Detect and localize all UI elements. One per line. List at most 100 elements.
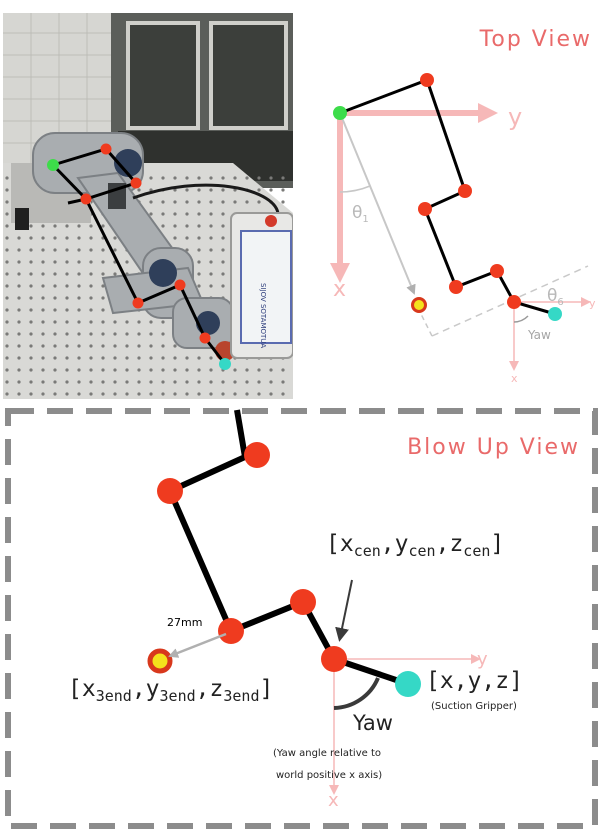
table-hole xyxy=(113,392,117,396)
table-hole xyxy=(77,320,81,324)
table-hole xyxy=(65,224,69,228)
table-hole xyxy=(53,284,57,288)
yaw-note-line1: (Yaw angle relative to xyxy=(273,748,381,759)
table-hole xyxy=(149,392,153,396)
table-hole xyxy=(209,284,213,288)
table-hole xyxy=(113,236,117,240)
table-hole xyxy=(245,200,249,204)
table-hole xyxy=(221,260,225,264)
table-hole xyxy=(5,308,9,312)
table-hole xyxy=(197,236,201,240)
table-hole xyxy=(5,272,9,276)
top-view-dashed-offset xyxy=(418,309,433,337)
table-hole xyxy=(17,392,21,396)
table-hole xyxy=(65,272,69,276)
table-hole xyxy=(29,344,33,348)
table-hole xyxy=(77,392,81,396)
table-hole xyxy=(125,344,129,348)
table-hole xyxy=(89,284,93,288)
table-hole xyxy=(5,332,9,336)
table-hole xyxy=(113,320,117,324)
yaw-label: Yaw xyxy=(352,711,393,735)
table-hole xyxy=(89,224,93,228)
table-hole xyxy=(113,344,117,348)
table-hole xyxy=(53,332,57,336)
table-hole xyxy=(65,356,69,360)
table-hole xyxy=(17,368,21,372)
blow-up-end-point xyxy=(147,648,173,674)
table-hole xyxy=(185,368,189,372)
table-hole xyxy=(53,392,57,396)
table-hole xyxy=(29,356,33,360)
table-hole xyxy=(125,380,129,384)
table-hole xyxy=(197,212,201,216)
table-hole xyxy=(101,320,105,324)
table-hole xyxy=(29,260,33,264)
table-hole xyxy=(113,248,117,252)
table-hole xyxy=(41,356,45,360)
table-hole xyxy=(137,380,141,384)
blow-up-joint xyxy=(218,618,244,644)
table-hole xyxy=(65,380,69,384)
table-hole xyxy=(5,188,9,192)
table-hole xyxy=(197,248,201,252)
robot-cable xyxy=(132,183,280,214)
table-hole xyxy=(29,368,33,372)
table-hole xyxy=(41,296,45,300)
table-hole xyxy=(89,272,93,276)
blow-up-joint xyxy=(157,478,183,504)
table-hole xyxy=(77,344,81,348)
table-hole xyxy=(17,344,21,348)
top-view-small-x-label: x xyxy=(511,372,518,385)
table-hole xyxy=(89,260,93,264)
table-hole xyxy=(89,296,93,300)
table-hole xyxy=(101,296,105,300)
table-hole xyxy=(221,212,225,216)
table-hole xyxy=(41,380,45,384)
table-hole xyxy=(221,176,225,180)
top-view-gripper xyxy=(548,307,562,321)
top-view-joint xyxy=(507,295,521,309)
table-hole xyxy=(161,368,165,372)
table-hole xyxy=(41,284,45,288)
table-hole xyxy=(185,212,189,216)
table-hole xyxy=(233,176,237,180)
table-hole xyxy=(89,332,93,336)
table-hole xyxy=(65,260,69,264)
table-hole xyxy=(5,296,9,300)
table-hole xyxy=(161,380,165,384)
table-hole xyxy=(101,344,105,348)
table-hole xyxy=(5,176,9,180)
table-hole xyxy=(209,248,213,252)
table-hole xyxy=(161,176,165,180)
table-hole xyxy=(137,332,141,336)
table-hole xyxy=(53,368,57,372)
table-hole xyxy=(197,272,201,276)
table-hole xyxy=(29,224,33,228)
table-hole xyxy=(221,236,225,240)
table-hole xyxy=(41,392,45,396)
table-hole xyxy=(65,236,69,240)
table-hole xyxy=(149,200,153,204)
top-view-joint xyxy=(458,184,472,198)
table-hole xyxy=(41,272,45,276)
table-hole xyxy=(89,380,93,384)
table-hole xyxy=(137,356,141,360)
table-hole xyxy=(197,368,201,372)
table-hole xyxy=(113,368,117,372)
table-hole xyxy=(281,380,285,384)
blow-up-center-joint xyxy=(321,646,347,672)
table-hole xyxy=(5,248,9,252)
table-hole xyxy=(101,356,105,360)
blow-up-y-label: y xyxy=(477,649,488,670)
table-hole xyxy=(29,332,33,336)
table-hole xyxy=(173,176,177,180)
table-hole xyxy=(53,224,57,228)
teach-pendant: SIJOV SOTAMOTUA xyxy=(230,212,293,359)
table-hole xyxy=(269,176,273,180)
table-hole xyxy=(137,320,141,324)
end-coordinates-label: [x3end,y3end,z3end] xyxy=(68,676,273,705)
table-hole xyxy=(173,368,177,372)
table-hole xyxy=(185,188,189,192)
